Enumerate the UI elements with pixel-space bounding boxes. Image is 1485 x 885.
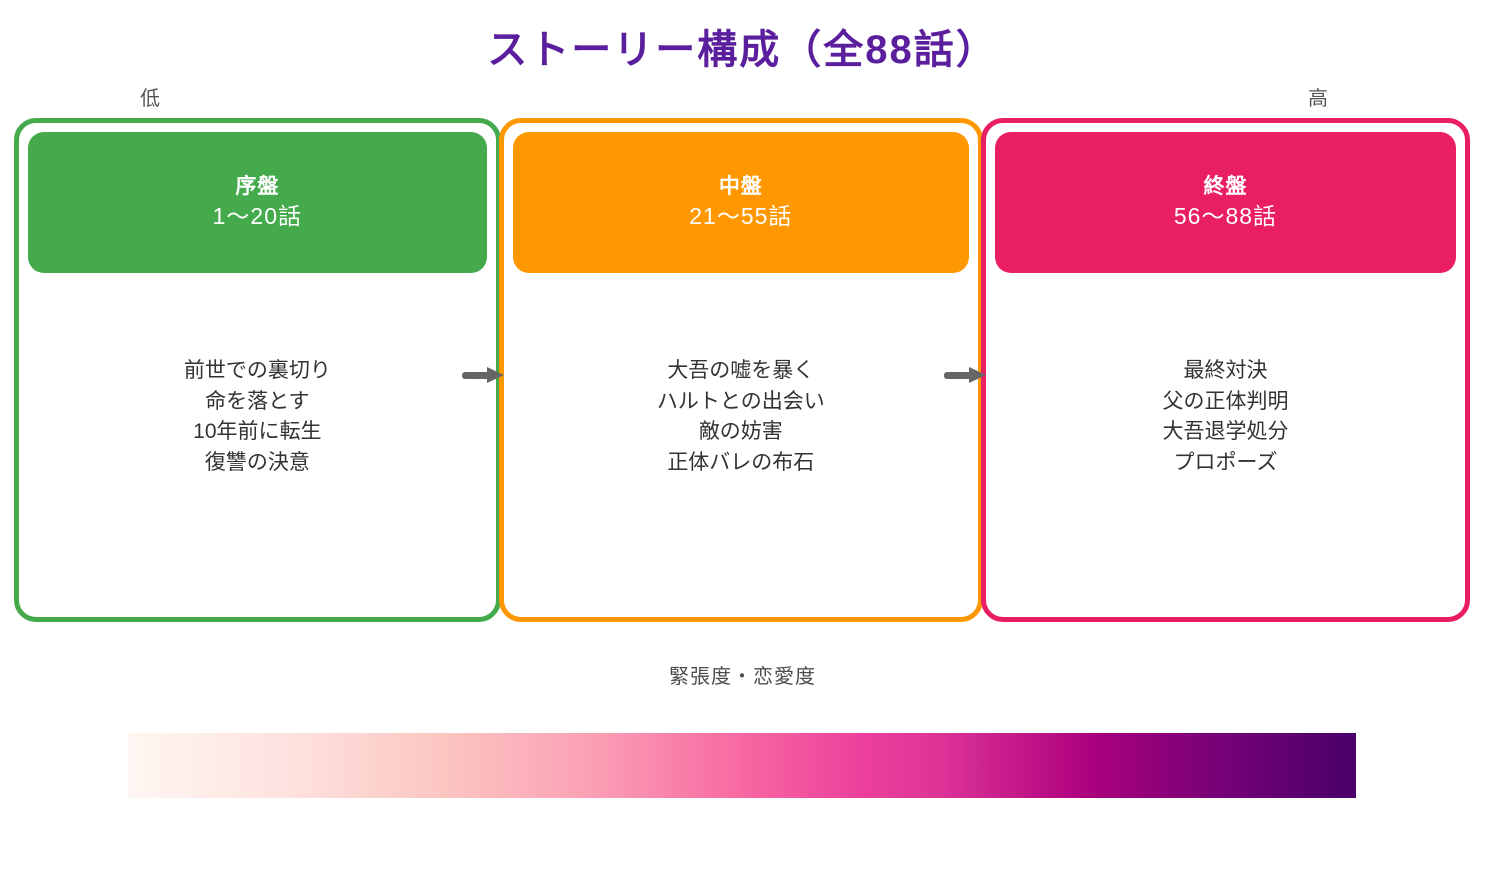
arrow-head	[487, 367, 504, 383]
stage-panel-end[interactable]: 終盤 56〜88話 最終対決 父の正体判明 大吾退学処分 プロポーズ	[980, 118, 1470, 622]
list-item: 父の正体判明	[1162, 389, 1289, 413]
stage-panel-middle-range: 21〜55話	[689, 203, 793, 230]
stage-panel-beginning-name: 序盤	[235, 174, 280, 198]
stage-panel-beginning-range: 1〜20話	[212, 203, 303, 230]
list-item: 復讐の決意	[204, 450, 310, 474]
arrow-right-icon	[462, 367, 506, 383]
list-item: 大吾の嘘を暴く	[667, 359, 815, 382]
colorbar-tick-high: 高	[1308, 88, 1328, 110]
list-item: 大吾退学処分	[1162, 420, 1289, 444]
list-item: 正体バレの布石	[667, 450, 815, 474]
arrow-shaft	[944, 372, 973, 379]
list-item: 最終対決	[1183, 359, 1268, 382]
list-item: プロポーズ	[1173, 450, 1278, 474]
stage-panel-middle-header: 中盤 21〜55話	[512, 132, 969, 273]
stage-panel-middle-body: 大吾の嘘を暴く ハルトとの出会い 敵の妨害 正体バレの布石	[504, 273, 978, 617]
stage-panel-beginning-header: 序盤 1〜20話	[28, 132, 487, 273]
page-title: ストーリー構成（全88話）	[487, 28, 998, 72]
stage-panel-beginning-body: 前世での裏切り 命を落とす 10年前に転生 復讐の決意	[19, 273, 496, 617]
stage-panel-end-body: 最終対決 父の正体判明 大吾退学処分 プロポーズ	[986, 273, 1465, 617]
arrow-head	[969, 367, 986, 383]
stage-panel-end-range: 56〜88話	[1173, 203, 1278, 230]
stage-panels-row: 序盤 1〜20話 前世での裏切り 命を落とす 10年前に転生 復讐の決意 中盤 …	[14, 118, 1470, 622]
stage-panel-end-name: 終盤	[1203, 174, 1248, 198]
colorbar	[128, 733, 1356, 798]
colorbar-tick-low: 低	[140, 88, 160, 110]
arrow-right-icon	[944, 367, 988, 383]
stage-panel-beginning[interactable]: 序盤 1〜20話 前世での裏切り 命を落とす 10年前に転生 復讐の決意	[14, 118, 501, 622]
stage-panel-middle[interactable]: 中盤 21〜55話 大吾の嘘を暴く ハルトとの出会い 敵の妨害 正体バレの布石	[498, 118, 983, 622]
stage-panel-middle-name: 中盤	[718, 174, 763, 198]
stage-panel-end-header: 終盤 56〜88話	[994, 132, 1456, 273]
colorbar-gradient	[128, 733, 1356, 798]
arrow-shaft	[462, 372, 491, 379]
list-item: ハルトとの出会い	[656, 389, 825, 413]
list-item: 命を落とす	[205, 389, 310, 413]
list-item: 前世での裏切り	[183, 359, 331, 382]
colorbar-label: 緊張度・恋愛度	[669, 666, 816, 688]
list-item: 10年前に転生	[193, 420, 322, 444]
list-item: 敵の妨害	[698, 420, 783, 444]
